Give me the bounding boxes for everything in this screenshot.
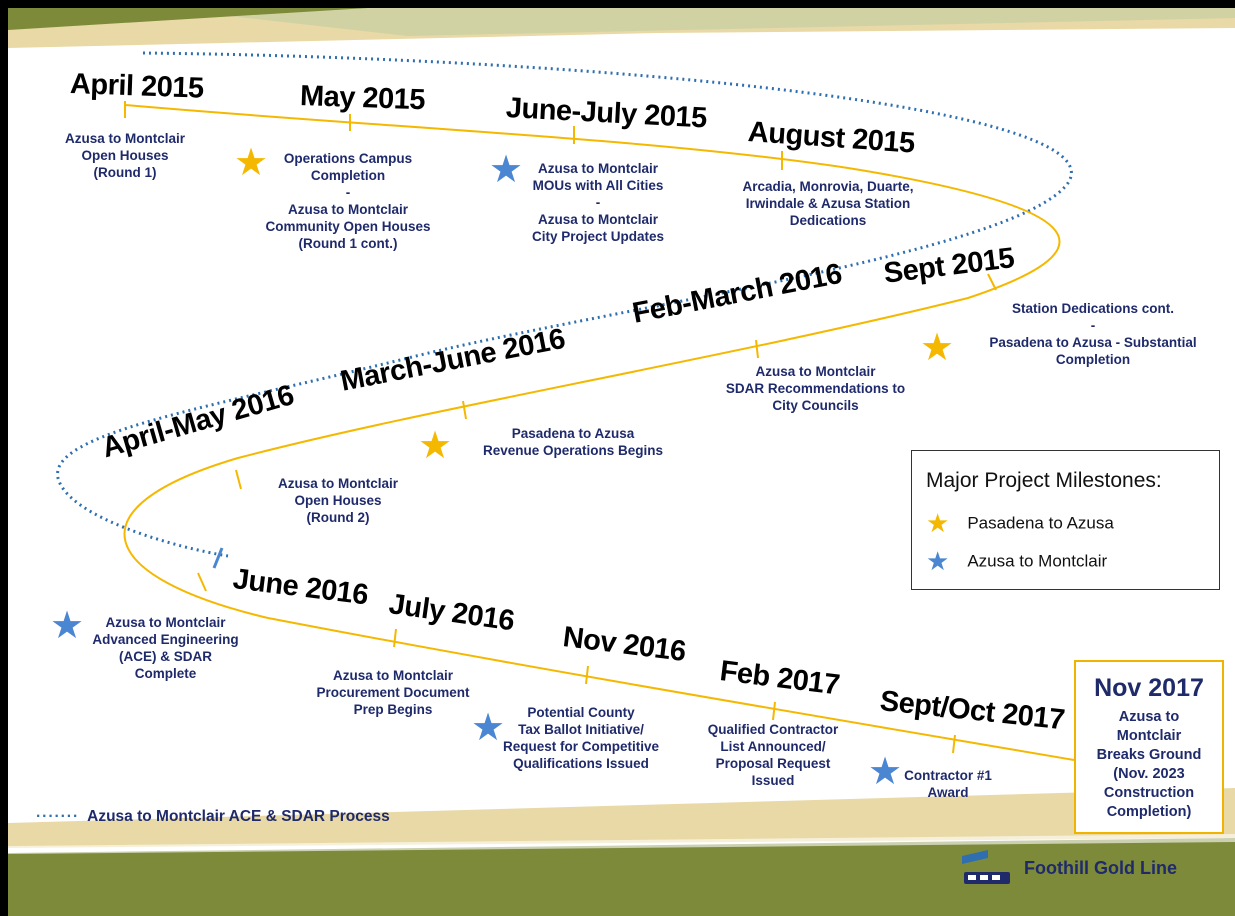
blue-star-icon: ★ xyxy=(868,749,903,793)
description-line: List Announced/ xyxy=(720,739,826,754)
legend-title: Major Project Milestones: xyxy=(926,469,1162,492)
legend-box: Major Project Milestones: ★ Pasadena to A… xyxy=(911,450,1220,590)
description-line: Construction xyxy=(1103,785,1195,801)
description-line: Arcadia, Monrovia, Duarte, xyxy=(742,179,914,194)
description-line: - xyxy=(1090,318,1096,333)
description-line: Azusa to Montclair xyxy=(755,364,876,379)
description-line: (Round 1 cont.) xyxy=(298,236,398,251)
dotted-line-sample: ······· xyxy=(36,808,80,825)
description-line: Irwindale & Azusa Station xyxy=(745,196,911,211)
gold-star-icon: ★ xyxy=(418,423,453,467)
gold-star-icon: ★ xyxy=(926,509,950,539)
description-line: Potential County xyxy=(527,705,635,720)
milestone-date-may-2015: May 2015 xyxy=(299,80,426,117)
description-line: Breaks Ground xyxy=(1096,747,1202,763)
description-line: (Round 1) xyxy=(93,165,157,180)
description-line: Pasadena to Azusa - Substantial xyxy=(989,335,1197,350)
timeline-slide: April 2015 May 2015 June-July 2015 Augus… xyxy=(8,8,1235,916)
process-dotted-line xyxy=(56,51,1073,558)
description-line: Issued xyxy=(751,773,795,788)
milestone-desc-august-2015: Arcadia, Monrovia, Duarte, Irwindale & Az… xyxy=(713,178,943,229)
description-line: Complete xyxy=(134,666,197,681)
process-end-mark xyxy=(212,547,224,569)
description-line: Azusa to Montclair xyxy=(287,202,408,217)
timeline-line xyxy=(123,104,1075,761)
blue-star-icon: ★ xyxy=(489,147,524,191)
description-line: Azusa to Montclair xyxy=(537,212,658,227)
description-line: - xyxy=(345,185,351,200)
legend-item-pasadena: ★ Pasadena to Azusa xyxy=(926,511,1114,537)
description-line: Qualifications Issued xyxy=(513,756,649,771)
blue-star-icon: ★ xyxy=(50,603,85,647)
description-line: Completion xyxy=(310,168,386,183)
description-line: Qualified Contractor xyxy=(707,722,839,737)
description-line: Award xyxy=(927,785,969,800)
description-line: Azusa to Montclair xyxy=(64,131,185,146)
description-line: - xyxy=(595,195,601,210)
description-line: Completion) xyxy=(1106,804,1192,820)
description-line: Azusa to Montclair xyxy=(277,476,398,491)
description-line: Azusa to Montclair xyxy=(105,615,226,630)
description-line: Contractor #1 xyxy=(904,768,992,783)
description-line: Dedications xyxy=(789,213,867,228)
blue-star-icon: ★ xyxy=(471,705,506,749)
description-line: Open Houses xyxy=(81,148,169,163)
process-legend-label: Azusa to Montclair ACE & SDAR Process xyxy=(87,808,390,825)
background-bands xyxy=(8,8,1235,916)
description-line: City Project Updates xyxy=(531,229,665,244)
description-line: (ACE) & SDAR xyxy=(119,649,212,664)
description-line: Prep Begins xyxy=(353,702,433,717)
description-line: MOUs with All Cities xyxy=(532,178,664,193)
description-line: Tax Ballot Initiative/ xyxy=(518,722,644,737)
timeline-ticks xyxy=(124,101,997,754)
description-line: Azusa to xyxy=(1118,709,1180,725)
description-line: Pasadena to Azusa xyxy=(511,426,635,441)
description-line: Azusa to Montclair xyxy=(537,161,658,176)
legend-label-azusa: Azusa to Montclair xyxy=(967,551,1108,571)
train-logo-icon xyxy=(962,850,1010,884)
description-line: Request for Competitive xyxy=(502,739,660,754)
milestone-desc-sept-2015: Station Dedications cont. - Pasadena to Az… xyxy=(958,300,1228,368)
brand-name: Foothill Gold Line xyxy=(1024,858,1177,878)
description-line: Azusa to Montclair xyxy=(332,668,453,683)
description-line: (Nov. 2023 xyxy=(1113,766,1185,782)
description-line: Community Open Houses xyxy=(265,219,431,234)
description-line: (Round 2) xyxy=(306,510,370,525)
milestone-desc-sept-oct-2017: Contractor #1 Award xyxy=(888,767,1008,801)
description-line: Open Houses xyxy=(294,493,382,508)
description-line: Montclair xyxy=(1116,728,1182,744)
legend-label-pasadena: Pasadena to Azusa xyxy=(967,513,1114,533)
description-line: SDAR Recommendations to xyxy=(725,381,906,396)
milestone-date-april-2015: April 2015 xyxy=(69,68,205,105)
legend-item-azusa: ★ Azusa to Montclair xyxy=(926,549,1107,575)
blue-star-icon: ★ xyxy=(926,547,950,577)
description-line: Revenue Operations Begins xyxy=(482,443,664,458)
final-milestone-date: Nov 2017 xyxy=(1094,674,1204,702)
description-line: Completion xyxy=(1055,352,1131,367)
gold-star-icon: ★ xyxy=(234,140,269,184)
description-line: City Councils xyxy=(772,398,859,413)
description-line: Proposal Request xyxy=(715,756,831,771)
process-legend-note: ······· Azusa to Montclair ACE & SDAR Pro… xyxy=(36,808,390,826)
gold-star-icon: ★ xyxy=(920,325,955,369)
description-line: Station Dedications cont. xyxy=(1011,301,1174,316)
timeline-paths xyxy=(56,51,1075,761)
description-line: Operations Campus xyxy=(283,151,413,166)
description-line: Procurement Document xyxy=(316,685,470,700)
description-line: Advanced Engineering xyxy=(92,632,239,647)
